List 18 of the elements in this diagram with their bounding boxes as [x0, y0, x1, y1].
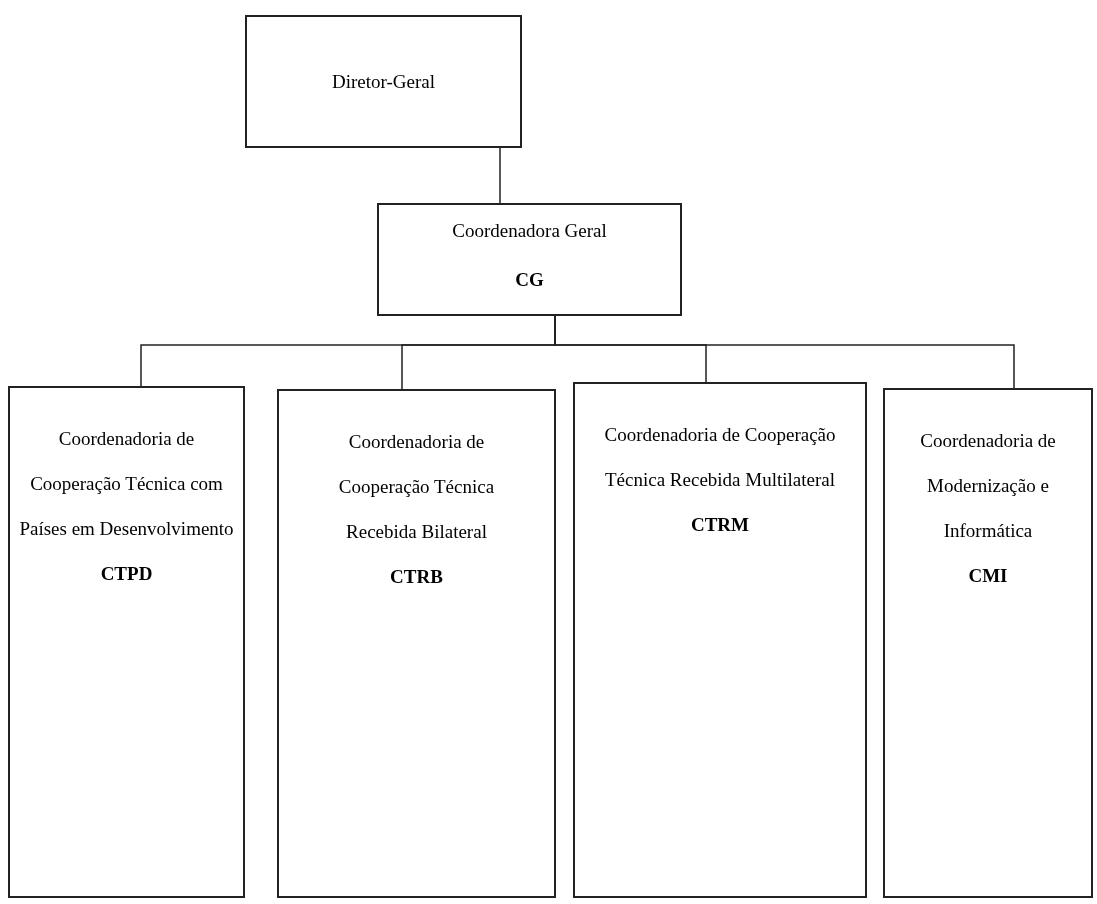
- unit-name: Diretor-Geral: [332, 69, 435, 94]
- unit-name: Coordenadoria de Cooperação Técnica Recebida Bilateral: [337, 430, 496, 544]
- unit-abbreviation: CTRB: [390, 565, 443, 589]
- org-box: [377, 203, 682, 316]
- unit-name: Coordenadoria de Modernização e Informática: [919, 429, 1057, 543]
- unit-name: Coordenadoria de Cooperação Técnica Recebida Multilateral: [603, 423, 837, 492]
- org-box: [277, 389, 556, 898]
- unit-name: Coordenadoria de Cooperação Técnica com Países em Desenvolvimento: [18, 427, 235, 541]
- connector-line: [499, 147, 501, 204]
- unit-abbreviation: CTPD: [100, 562, 153, 586]
- unit-abbreviation: CG: [515, 268, 544, 292]
- unit-name: Coordenadora Geral: [452, 219, 607, 243]
- org-box: [573, 382, 867, 898]
- org-box: [245, 15, 522, 148]
- unit-abbreviation: CMI: [968, 564, 1008, 588]
- unit-abbreviation: CTRM: [690, 513, 750, 537]
- org-box: [8, 386, 245, 898]
- org-box: [883, 388, 1093, 898]
